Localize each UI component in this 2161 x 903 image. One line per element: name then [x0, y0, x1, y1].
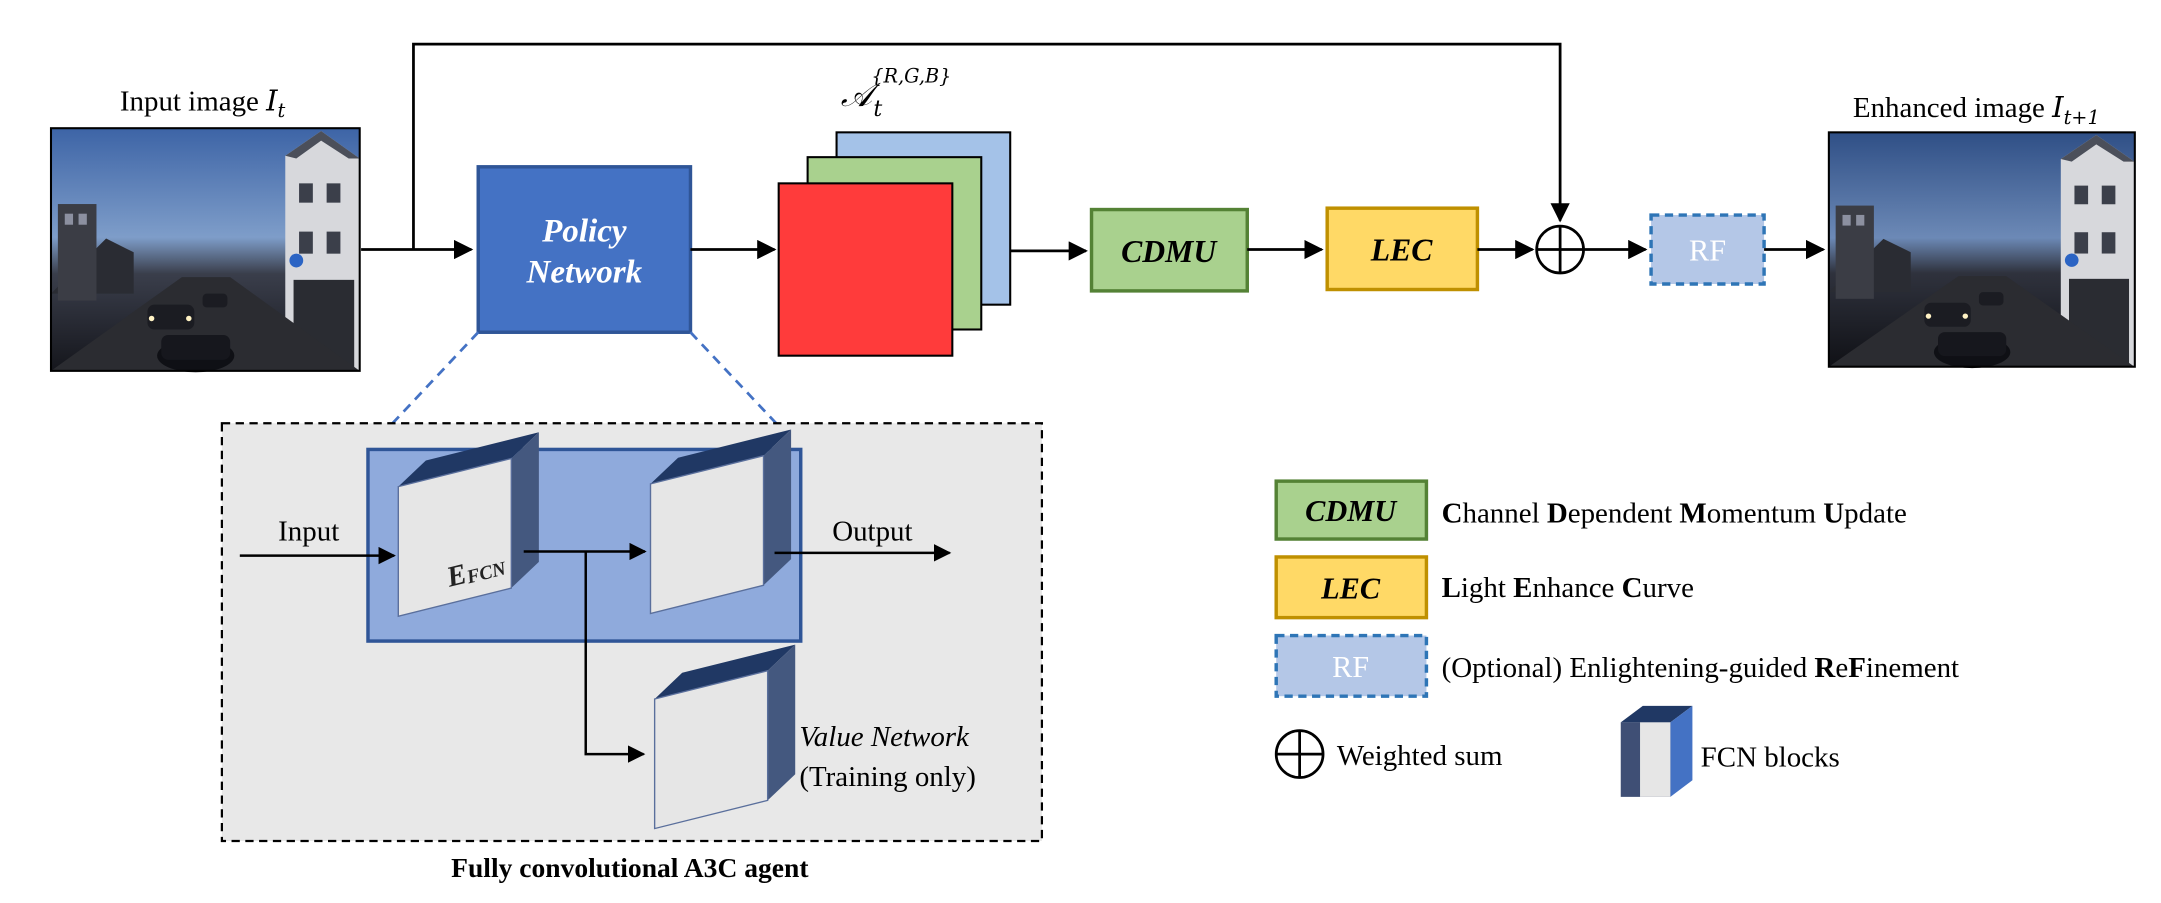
cdmu-label: CDMU	[1121, 234, 1218, 269]
legend-lec: LEC Light Enhance Curve	[1274, 555, 1694, 620]
legend-fcn-blocks-label: FCN blocks	[1701, 742, 1840, 774]
policy-network-line2: Network	[525, 255, 642, 291]
rf-label: RF	[1689, 234, 1726, 268]
legend-lec-key: LEC	[1320, 571, 1381, 605]
legend-rf-key: RF	[1332, 650, 1369, 684]
action-maps-label: 𝒜t{R,G,B}	[841, 65, 952, 122]
lec-box: LEC	[1325, 206, 1480, 292]
enhanced-image-label: Enhanced image It+1	[1853, 90, 2100, 129]
agent-input-label: Input	[278, 515, 339, 547]
input-image	[49, 127, 361, 373]
legend-cdmu: CDMU Channel Dependent Momentum Update	[1274, 479, 1907, 541]
cdmu-box: CDMU	[1089, 207, 1249, 293]
fcn-block-icon	[1620, 705, 1693, 797]
policy-network-box: Policy Network	[476, 165, 693, 334]
arrow-to-value-network	[584, 551, 646, 763]
weighted-sum-icon	[1535, 224, 1585, 275]
legend-weighted-sum-icon	[1274, 729, 1325, 779]
legend-lec-text: Light Enhance Curve	[1442, 572, 1694, 604]
legend-weighted-sum: Weighted sum	[1274, 729, 1503, 779]
legend-weighted-sum-label: Weighted sum	[1337, 740, 1503, 772]
legend-fcn-blocks: FCN blocks	[1620, 705, 1840, 797]
legend: CDMU Channel Dependent Momentum Update L…	[1274, 479, 1959, 797]
legend-cdmu-key: CDMU	[1305, 494, 1398, 528]
agent-output-label: Output	[832, 515, 912, 547]
legend-cdmu-text: Channel Dependent Momentum Update	[1442, 497, 1907, 529]
skip-connection-arrow	[412, 42, 1570, 250]
policy-network-line1: Policy	[541, 213, 627, 249]
value-network-label: Value Network	[799, 721, 970, 753]
input-image-label: Input image It	[120, 83, 286, 122]
legend-rf: RF (Optional) Enlightening-guided ReFine…	[1274, 633, 1959, 698]
training-only-label: (Training only)	[799, 761, 976, 793]
action-map-red	[777, 182, 954, 357]
legend-rf-text: (Optional) Enlightening-guided ReFinemen…	[1442, 652, 1959, 684]
rf-box: RF	[1649, 213, 1766, 286]
lec-label: LEC	[1370, 233, 1433, 268]
enhanced-image	[1827, 131, 2136, 369]
agent-caption: Fully convolutional A3C agent	[451, 852, 809, 883]
action-maps	[777, 131, 1012, 357]
